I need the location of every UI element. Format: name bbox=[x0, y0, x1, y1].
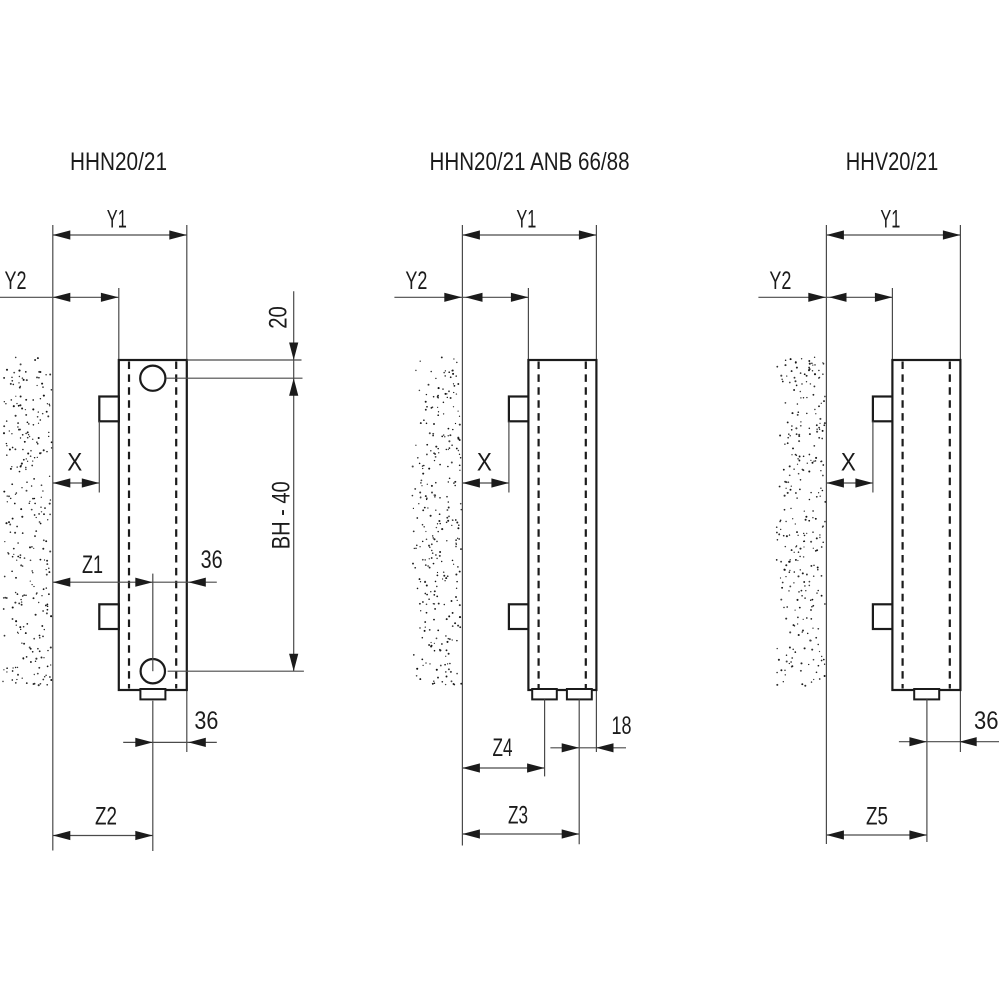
svg-text:Z4: Z4 bbox=[493, 734, 513, 762]
svg-text:20: 20 bbox=[265, 306, 293, 329]
svg-text:HHN20/21: HHN20/21 bbox=[70, 148, 167, 176]
svg-text:18: 18 bbox=[612, 712, 632, 740]
svg-text:Z2: Z2 bbox=[95, 803, 117, 831]
svg-text:36: 36 bbox=[194, 707, 218, 735]
svg-text:HHN20/21 ANB 66/88: HHN20/21 ANB 66/88 bbox=[430, 148, 630, 176]
svg-text:Y2: Y2 bbox=[405, 267, 427, 295]
svg-text:Y1: Y1 bbox=[880, 206, 900, 234]
svg-text:HHV20/21: HHV20/21 bbox=[846, 148, 939, 176]
svg-text:Y2: Y2 bbox=[769, 267, 791, 295]
svg-text:X: X bbox=[477, 449, 492, 477]
svg-text:Y1: Y1 bbox=[516, 206, 536, 234]
svg-text:36: 36 bbox=[974, 707, 999, 735]
svg-text:Z3: Z3 bbox=[508, 802, 528, 830]
svg-text:Y2: Y2 bbox=[5, 267, 27, 295]
svg-text:36: 36 bbox=[201, 546, 223, 574]
svg-text:BH - 40: BH - 40 bbox=[268, 481, 296, 549]
svg-text:Z5: Z5 bbox=[866, 803, 888, 831]
svg-text:X: X bbox=[841, 449, 856, 477]
svg-text:X: X bbox=[67, 449, 82, 477]
svg-text:Z1: Z1 bbox=[82, 551, 103, 579]
svg-text:Y1: Y1 bbox=[107, 206, 127, 234]
